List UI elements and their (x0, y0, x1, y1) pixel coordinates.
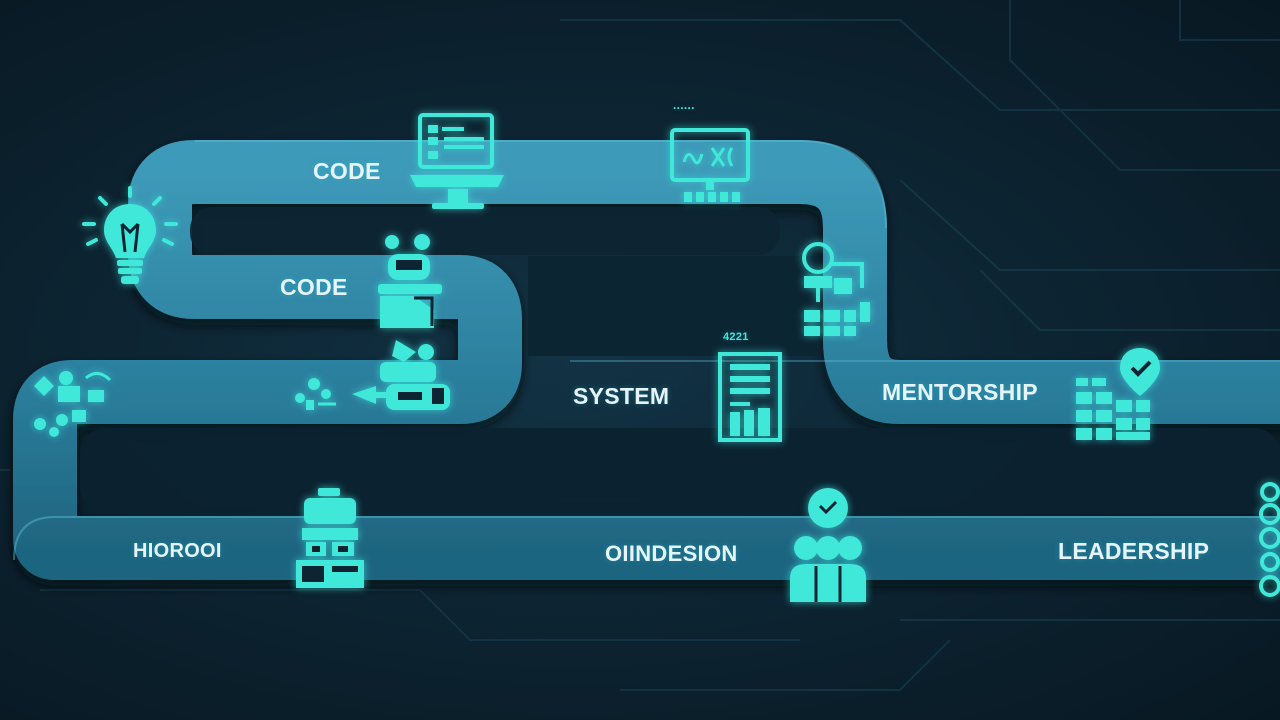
label-mentorship: MENTORSHIP (882, 379, 1038, 405)
computer-icon (408, 113, 508, 213)
team-icon (28, 366, 118, 446)
robot-icon (292, 486, 368, 590)
label-bottom-mid: OIINDESION (605, 541, 738, 566)
location-badge-icon (1072, 344, 1164, 444)
track-main (13, 140, 1280, 580)
caption-system: 4221 (723, 331, 749, 343)
org-chart-icon (798, 240, 874, 340)
lightbulb-icon (80, 186, 180, 290)
label-system: SYSTEM (573, 383, 670, 409)
person-head-icon (374, 232, 444, 332)
caption-top-right: ...... (673, 98, 695, 112)
document-icon (716, 350, 784, 444)
developer-icon (346, 338, 456, 413)
label-code-mid: CODE (280, 274, 348, 300)
gears-icon (1252, 482, 1280, 606)
tools-icon (292, 374, 342, 414)
label-leadership: LEADERSHIP (1058, 538, 1210, 564)
group-people-icon (786, 486, 870, 606)
label-code-top: CODE (313, 158, 381, 184)
code-screen-icon (668, 126, 754, 206)
label-bottom-left: HIOROOI (133, 540, 222, 562)
